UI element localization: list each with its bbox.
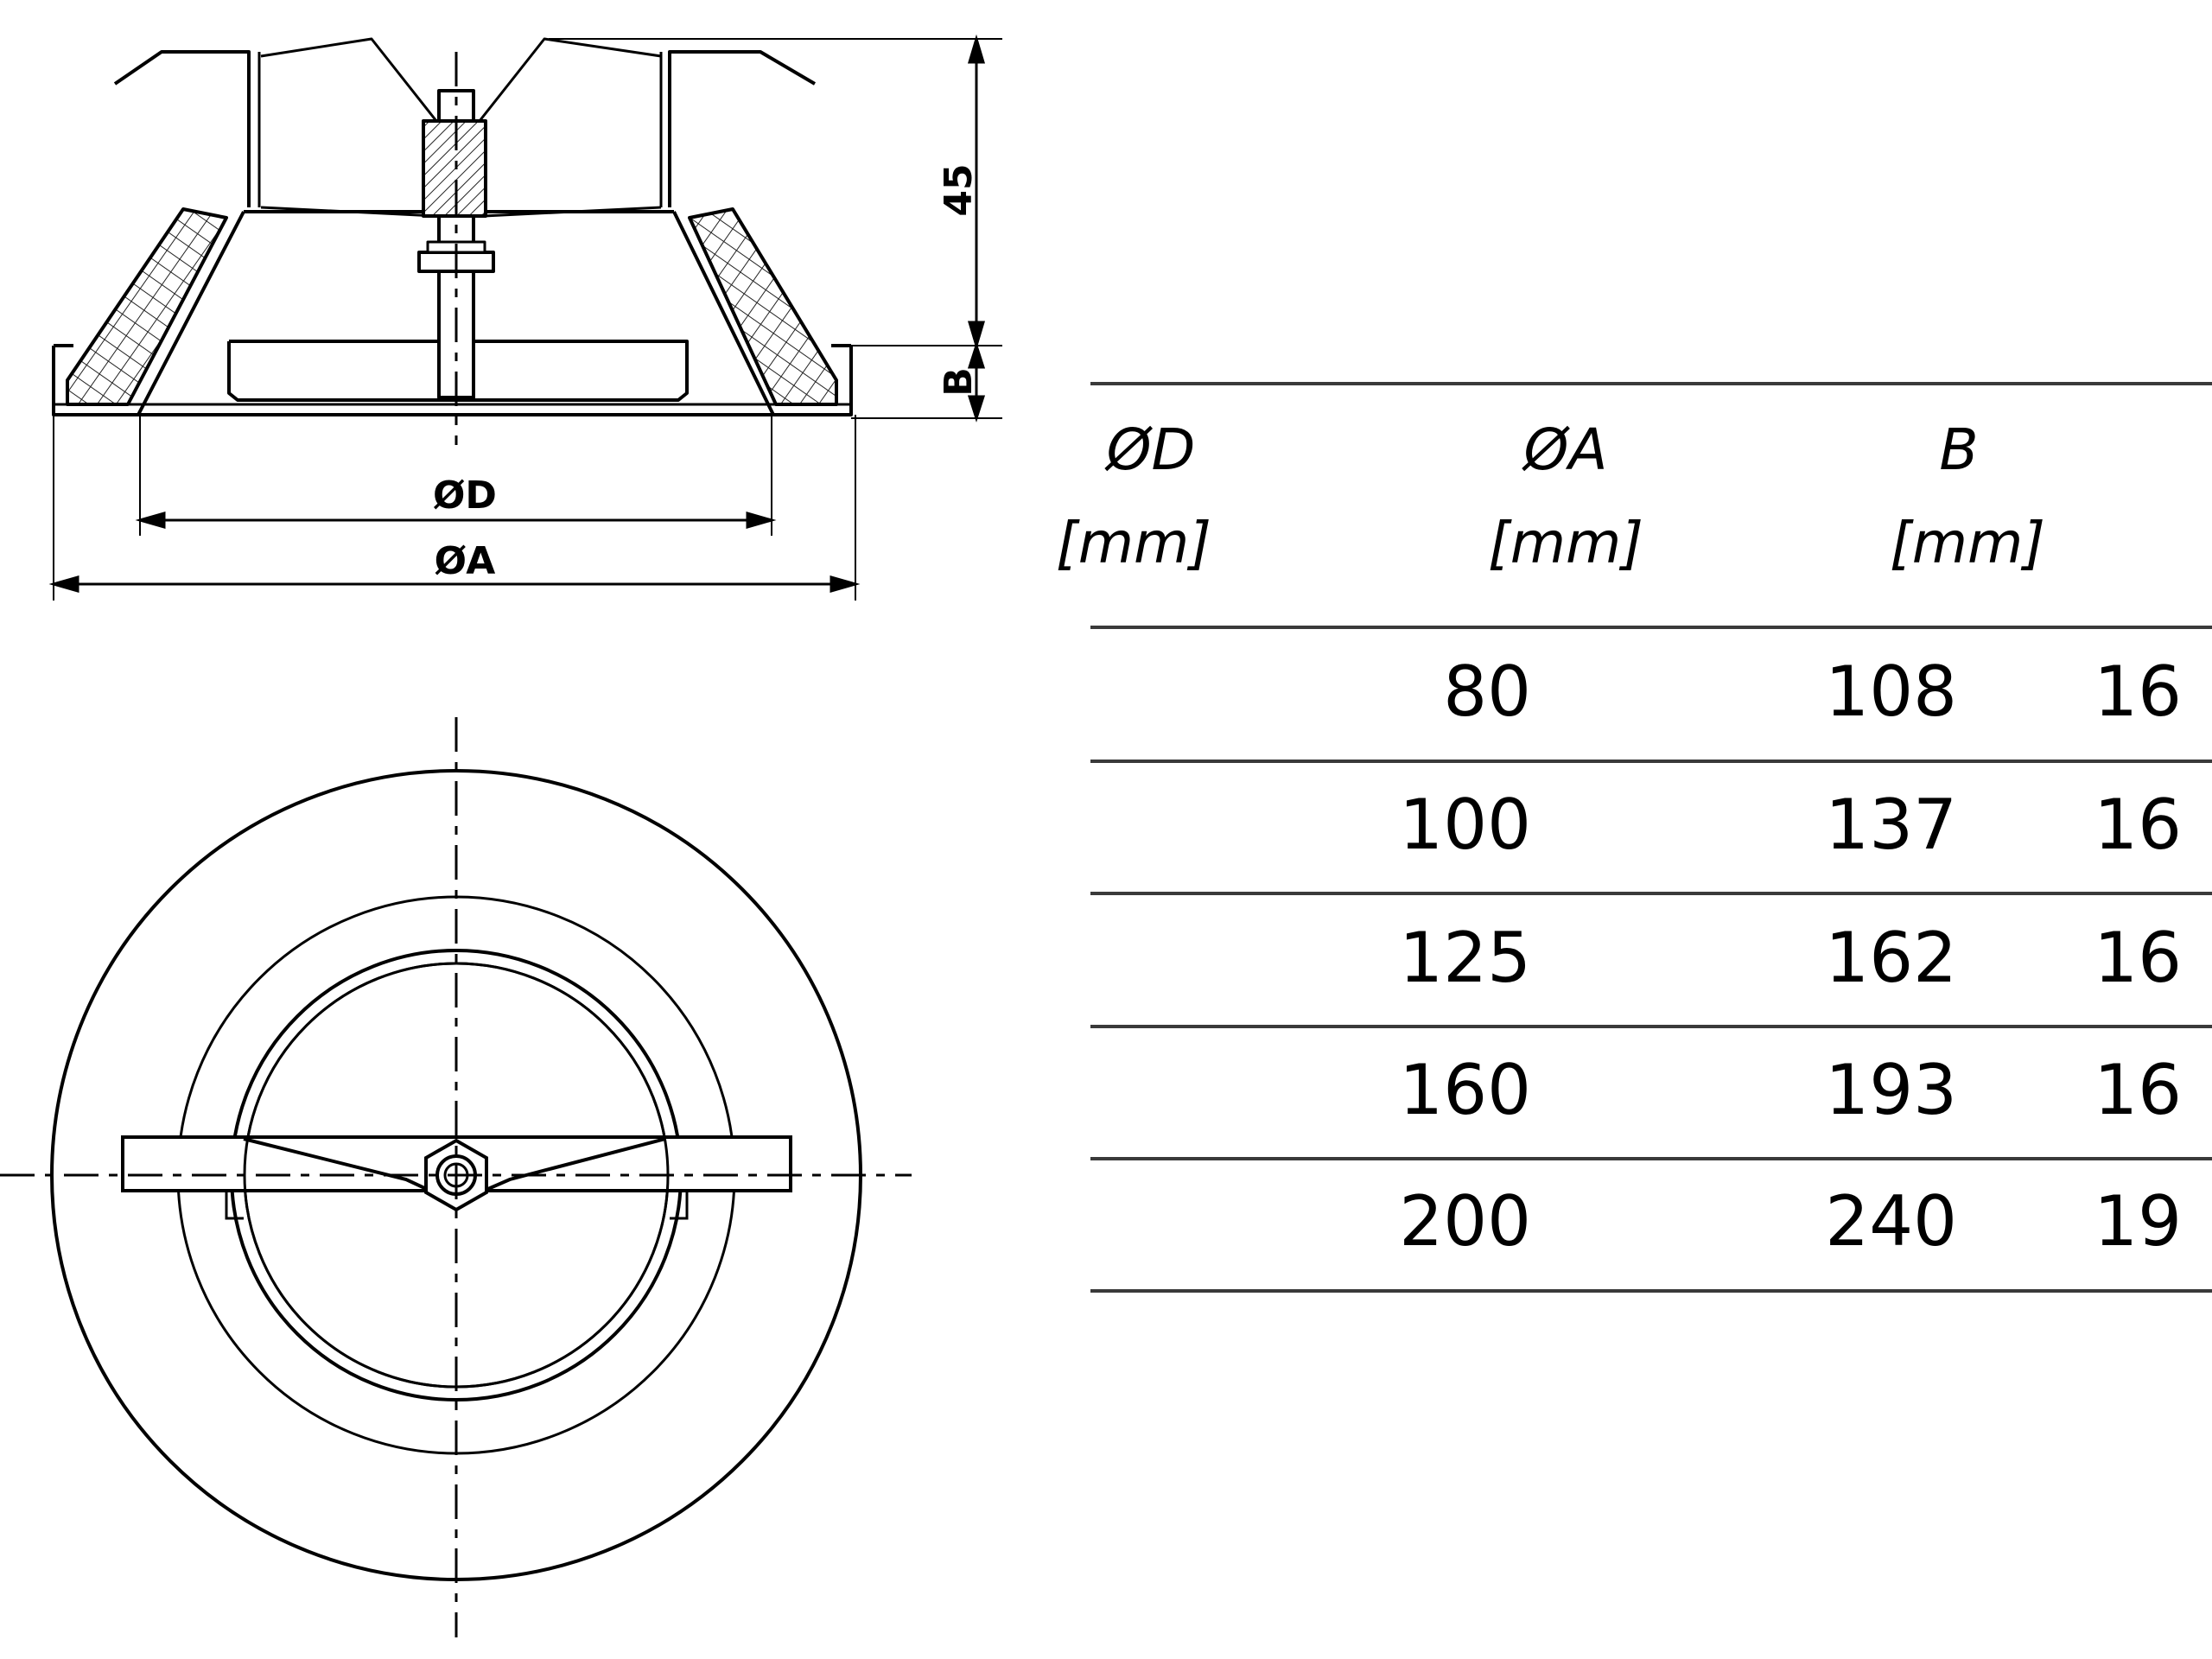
cell-b: 16 bbox=[2094, 918, 2182, 998]
table-bottom-rule bbox=[1090, 1289, 2212, 1293]
cell-d: 125 bbox=[1399, 918, 1531, 998]
technical-drawing: 45 B ØD ØA bbox=[0, 34, 1002, 1637]
header-a-unit: [mm] bbox=[1487, 510, 1644, 576]
header-d-symbol: ØD bbox=[1106, 416, 1196, 483]
cell-b: 16 bbox=[2094, 785, 2182, 865]
top-view bbox=[0, 717, 912, 1637]
row-rule bbox=[1090, 1157, 2212, 1160]
row-rule bbox=[1090, 892, 2212, 895]
dimension-lines bbox=[48, 34, 1002, 601]
header-b-unit: [mm] bbox=[1889, 510, 2046, 576]
cell-b: 16 bbox=[2094, 652, 2182, 732]
cell-b: 16 bbox=[2094, 1050, 2182, 1130]
cell-a: 137 bbox=[1825, 785, 1957, 865]
row-rule bbox=[1090, 760, 2212, 763]
cell-a: 162 bbox=[1825, 918, 1957, 998]
header-rule bbox=[1090, 626, 2212, 629]
d-dimension-label: ØD bbox=[433, 474, 497, 518]
side-view bbox=[52, 37, 853, 445]
b-dimension-label: B bbox=[937, 367, 981, 397]
header-b-symbol: B bbox=[1939, 416, 1979, 483]
cell-a: 240 bbox=[1825, 1181, 1957, 1262]
row-rule bbox=[1090, 1025, 2212, 1028]
header-d-unit: [mm] bbox=[1055, 510, 1212, 576]
cell-d: 160 bbox=[1399, 1050, 1531, 1130]
cell-d: 100 bbox=[1399, 785, 1531, 865]
cell-a: 193 bbox=[1825, 1050, 1957, 1130]
cell-d: 80 bbox=[1443, 652, 1531, 732]
cell-a: 108 bbox=[1825, 652, 1957, 732]
cell-b: 19 bbox=[2094, 1181, 2182, 1262]
table-top-rule bbox=[1090, 382, 2212, 385]
header-a-symbol: ØA bbox=[1523, 416, 1608, 483]
height-45-label: 45 bbox=[937, 163, 981, 216]
a-dimension-label: ØA bbox=[435, 539, 496, 583]
cell-d: 200 bbox=[1399, 1181, 1531, 1262]
